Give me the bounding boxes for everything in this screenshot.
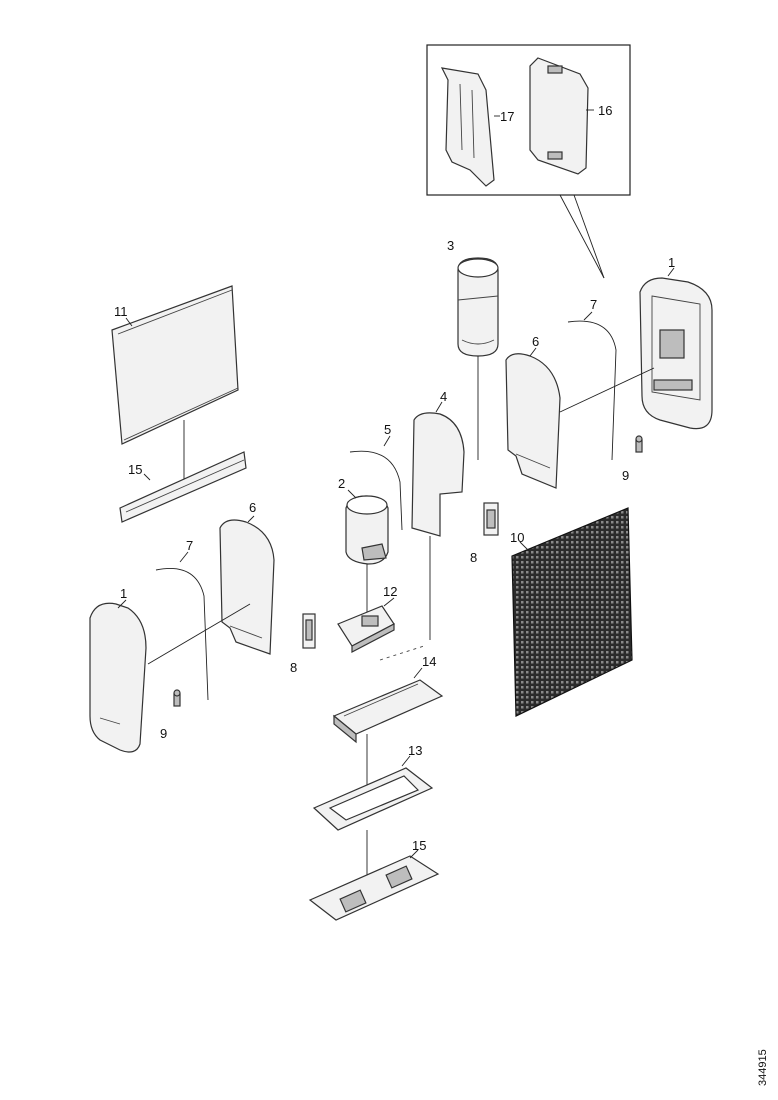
part-7-spring-left (155, 568, 209, 701)
callout-1-right: 1 (668, 255, 675, 270)
part-9-screw-left (173, 689, 181, 707)
callout-4: 4 (440, 389, 447, 404)
callout-7-right: 7 (590, 297, 597, 312)
part-9-screw-right (635, 435, 643, 453)
callout-16: 16 (598, 103, 612, 118)
callout-14: 14 (422, 654, 436, 669)
part-5-spring (349, 450, 403, 531)
part-11-panel (111, 285, 239, 445)
callout-3: 3 (447, 238, 454, 253)
callout-6-right: 6 (532, 334, 539, 349)
callout-8-left: 8 (290, 660, 297, 675)
inset-leader-line (559, 194, 605, 279)
part-16-plate (529, 57, 589, 175)
part-1-housing-right (639, 277, 713, 430)
figure-number: 344915 (757, 1049, 769, 1086)
callout-17: 17 (500, 109, 514, 124)
callout-10: 10 (510, 530, 524, 545)
callout-5: 5 (384, 422, 391, 437)
part-6-back-plate-right (505, 353, 561, 489)
part-1-housing-left (89, 602, 147, 753)
part-14-tray (332, 679, 444, 744)
callout-11: 11 (114, 304, 128, 319)
part-12-pump (337, 605, 395, 653)
part-15-base (308, 855, 440, 921)
callout-8-center: 8 (470, 550, 477, 565)
callout-13: 13 (408, 743, 422, 758)
part-10-mesh-grid (511, 507, 633, 717)
callout-9-left: 9 (160, 726, 167, 741)
callout-7-left: 7 (186, 538, 193, 553)
part-2-cartridge (345, 495, 389, 565)
part-8-sensor-center (483, 502, 499, 536)
callout-15-bottom: 15 (412, 838, 426, 853)
part-4-back-plate-center (411, 412, 465, 537)
callout-9-right: 9 (622, 468, 629, 483)
part-7-spring-right (567, 320, 617, 461)
part-3-refill-cartridge (457, 257, 499, 357)
part-13-frame (312, 767, 434, 831)
part-6-back-plate-left (219, 519, 275, 655)
part-8-sensor-left (302, 613, 316, 649)
callout-2: 2 (338, 476, 345, 491)
callout-6-left: 6 (249, 500, 256, 515)
inset-leader-line-2 (573, 194, 605, 279)
inset-detail-box (426, 44, 631, 196)
part-17-bracket (440, 67, 495, 187)
callout-leaders (117, 267, 675, 859)
callout-12: 12 (383, 584, 397, 599)
connector-pins (379, 645, 425, 661)
callout-15-top: 15 (128, 462, 142, 477)
callout-1-left: 1 (120, 586, 127, 601)
part-15-rail-top (119, 451, 247, 523)
